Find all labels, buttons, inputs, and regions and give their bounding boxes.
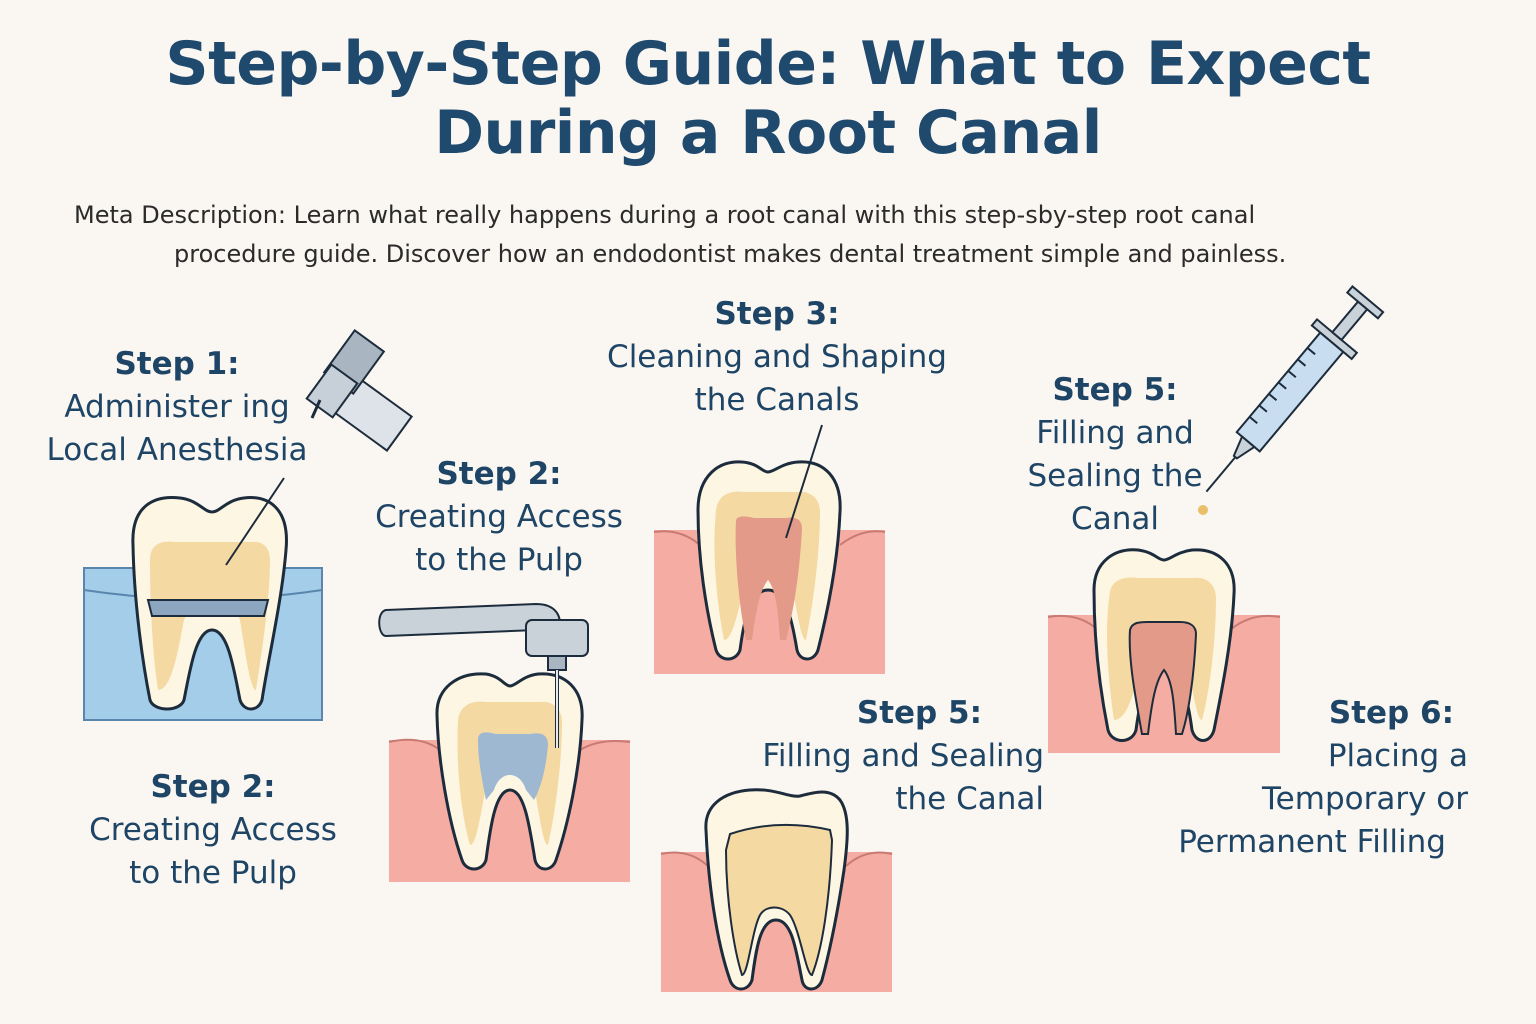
file-instrument [785, 424, 823, 539]
step5-bottom-illustration [660, 788, 893, 992]
syringe-icon [1205, 285, 1385, 493]
step-label-2-center: Step 2: Creating Access to the Pulp [358, 453, 640, 582]
step-number: Step 6: [1328, 695, 1454, 731]
step-label-2-left: Step 2: Creating Access to the Pulp [76, 766, 350, 895]
step-text-line: to the Pulp [129, 855, 297, 891]
step-label-3: Step 3: Cleaning and Shaping the Canals [598, 293, 956, 422]
step-text-line: Filling and [1036, 415, 1194, 451]
step-text-line: the Canals [694, 382, 860, 418]
step-number: Step 1: [114, 346, 240, 382]
step5-right-illustration [1047, 285, 1385, 753]
step-number: Step 5: [1052, 372, 1178, 408]
step-number: Step 2: [436, 456, 562, 492]
step-label-5-center: Step 5: Filling and Sealing the Canal [700, 692, 1044, 821]
step-text-line: Filling and Sealing [762, 738, 1044, 774]
step-number: Step 5: [856, 695, 982, 731]
step-text-line: Creating Access [89, 812, 337, 848]
step-text-line: Administer ing [64, 389, 290, 425]
needle-line [225, 477, 285, 566]
step-text-line: Permanent Filling [1178, 824, 1446, 860]
page-title: Step-by-Step Guide: What to Expect Durin… [0, 30, 1536, 168]
step-text-line: Temporary or [1262, 781, 1468, 817]
step2-illustration [378, 602, 631, 882]
title-line-1: Step-by-Step Guide: What to Expect [165, 29, 1371, 99]
meta-description-line-1: Meta Description: Learn what really happ… [74, 201, 1256, 229]
step-text-line: the Canal [895, 781, 1044, 817]
step-text-line: to the Pulp [415, 542, 583, 578]
tooth-icon [1092, 548, 1236, 742]
step-text-line: Creating Access [375, 499, 623, 535]
step-label-1: Step 1: Administer ing Local Anesthesia [36, 343, 318, 472]
tooth-icon [704, 788, 849, 991]
step-label-5-right: Step 5: Filling and Sealing the Canal [1010, 369, 1220, 541]
step-number: Step 3: [714, 296, 840, 332]
step-text-line: Cleaning and Shaping [607, 339, 947, 375]
dental-drill-icon [378, 602, 589, 748]
step-text-line: Canal [1071, 501, 1159, 537]
filling-drop [1198, 505, 1208, 515]
step1-illustration [83, 328, 414, 721]
step-text-line: Local Anesthesia [46, 432, 308, 468]
step3-illustration [653, 424, 886, 674]
step-text-line: Placing a [1327, 738, 1468, 774]
step-label-6: Step 6: Placing a Temporary or Permanent… [1140, 692, 1468, 864]
title-line-2: During a Root Canal [434, 98, 1102, 168]
step-text-line: Sealing the [1027, 458, 1203, 494]
tooth-icon [131, 496, 288, 711]
tooth-icon [435, 672, 584, 871]
syringe-tip-icon [305, 328, 414, 452]
meta-description-line-2: procedure guide. Discover how an endodon… [174, 240, 1287, 268]
tooth-icon [696, 460, 842, 661]
step-number: Step 2: [150, 769, 276, 805]
meta-description: Meta Description: Learn what really happ… [0, 196, 1536, 274]
